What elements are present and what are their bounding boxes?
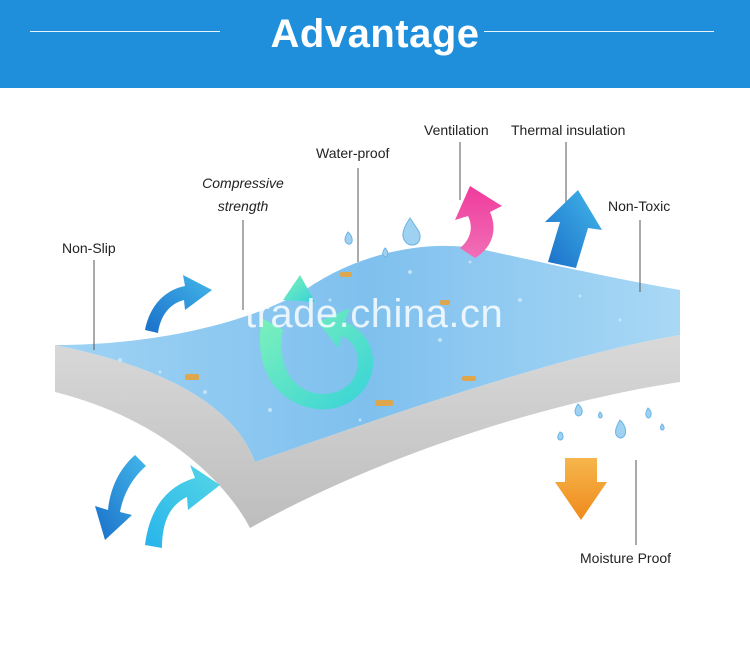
banner-divider-left — [30, 31, 220, 32]
page-title: Advantage — [270, 12, 480, 56]
moisture-proof-label: Moisture Proof — [580, 550, 672, 566]
left-surface-arrow-icon — [145, 275, 212, 333]
down-arrow-icon — [555, 458, 607, 520]
surface-prints — [185, 272, 476, 406]
up-arrow-icon — [545, 190, 602, 268]
up-curved-arrow-icon — [455, 186, 502, 258]
water-droplets-icon — [344, 217, 421, 258]
leader-lines — [93, 142, 641, 545]
compressive-label-line2: strength — [217, 198, 269, 214]
bidirectional-curved-arrows-icon — [95, 455, 220, 548]
watermark: trade.china.cn — [245, 292, 504, 336]
moisture-droplets-icon — [557, 403, 665, 441]
compressive-label-line1: Compressive — [202, 175, 284, 191]
header-banner: Advantage — [0, 0, 750, 88]
circular-arrow-icon — [259, 275, 374, 410]
thermal-insulation-label: Thermal insulation — [511, 122, 626, 138]
mat-side — [55, 335, 680, 528]
banner-divider-right — [484, 31, 714, 32]
surface-bubbles — [118, 260, 622, 422]
non-slip-label: Non-Slip — [62, 240, 116, 256]
non-toxic-label: Non-Toxic — [608, 198, 671, 214]
ventilation-label: Ventilation — [424, 122, 489, 138]
water-proof-label: Water-proof — [316, 145, 390, 161]
